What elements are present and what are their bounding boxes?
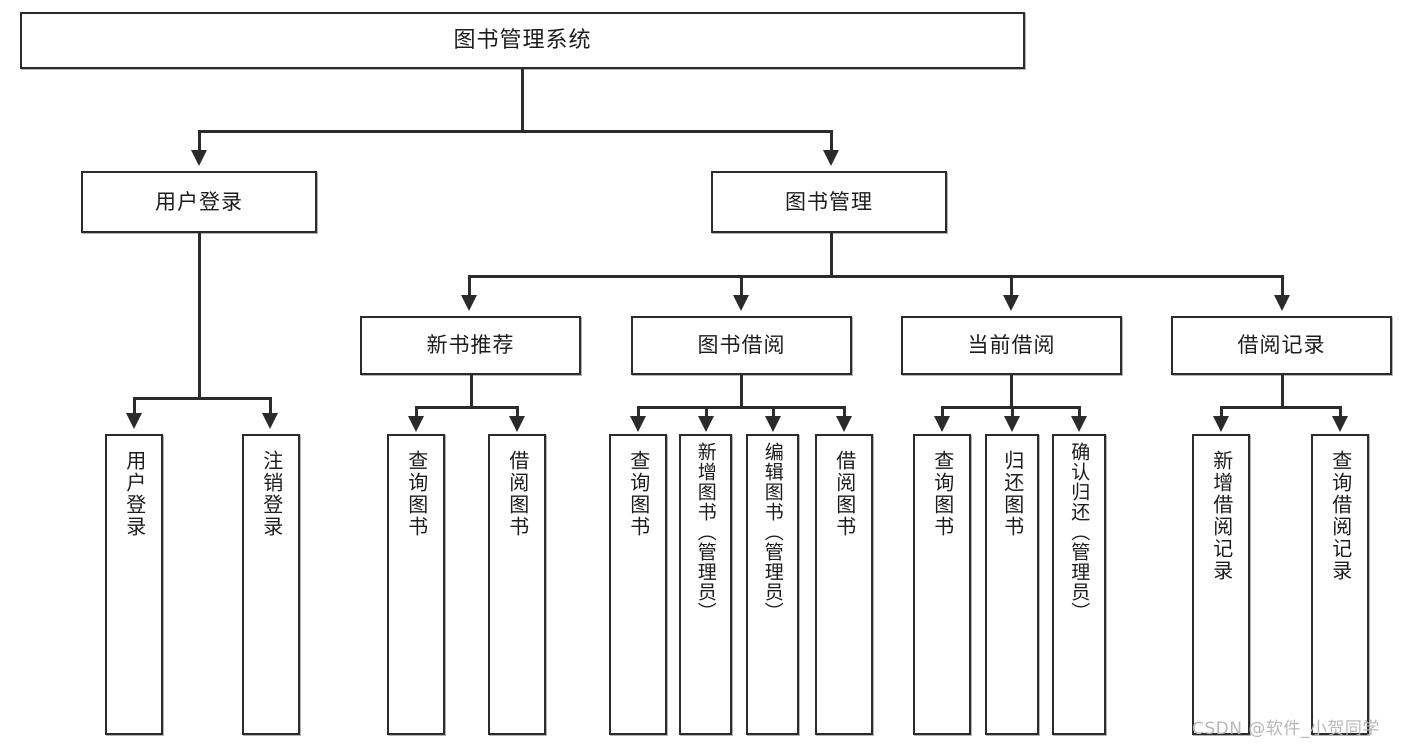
connector-root-stem — [521, 69, 524, 131]
connector-to-new-book-recommend — [468, 275, 471, 297]
node-leaf-edit-book-admin[interactable]: 编辑图书（管理员） — [746, 434, 799, 735]
connector-book-borrow-stem — [740, 375, 743, 408]
connector-new-book-recommend-stem — [470, 375, 473, 408]
connector-book-manage-bus — [468, 275, 1283, 278]
connector-nbr-leaf2 — [516, 406, 519, 418]
node-leaf-query-record-label: 查询借阅记录 — [1328, 450, 1353, 582]
connector-book-borrow-bus — [637, 406, 845, 409]
node-leaf-user-login-label: 用户登录 — [122, 450, 147, 538]
connector-bb-leaf2 — [705, 406, 708, 418]
node-leaf-add-record[interactable]: 新增借阅记录 — [1192, 434, 1250, 735]
arrow-to-new-book-recommend — [461, 295, 477, 311]
connector-new-book-recommend-bus — [415, 406, 518, 409]
node-leaf-borrow-book-2[interactable]: 借阅图书 — [815, 434, 873, 735]
arrow-root-to-user-login — [191, 150, 207, 166]
connector-user-login-right — [269, 397, 272, 415]
arrow-to-book-borrow — [733, 295, 749, 311]
connector-user-login-bus — [133, 397, 271, 400]
node-current-borrow-label: 当前借阅 — [967, 333, 1056, 358]
connector-cb-leaf2 — [1011, 406, 1014, 418]
connector-bb-leaf4 — [843, 406, 846, 418]
node-leaf-borrow-book-2-label: 借阅图书 — [832, 450, 857, 538]
connector-cb-leaf1 — [941, 406, 944, 418]
connector-root-bus — [198, 130, 833, 133]
connector-borrow-record-stem — [1281, 375, 1284, 408]
node-new-book-recommend-label: 新书推荐 — [426, 333, 515, 358]
node-root-label: 图书管理系统 — [453, 27, 592, 53]
arrow-to-current-borrow — [1003, 295, 1019, 311]
node-borrow-record[interactable]: 借阅记录 — [1171, 316, 1392, 375]
node-leaf-return-book-label: 归还图书 — [1000, 450, 1025, 538]
connector-to-borrow-record — [1281, 275, 1284, 297]
connector-borrow-record-bus — [1220, 406, 1340, 409]
node-leaf-query-book-3[interactable]: 查询图书 — [913, 434, 971, 735]
arrow-user-login-right — [262, 413, 278, 429]
arrow-user-login-left — [126, 413, 142, 429]
node-leaf-edit-book-admin-label: 编辑图书（管理员） — [761, 442, 784, 622]
arrow-bb-leaf2 — [698, 416, 714, 432]
connector-to-current-borrow — [1010, 275, 1013, 297]
arrow-nbr-leaf1 — [408, 416, 424, 432]
connector-book-manage-stem — [830, 233, 833, 276]
node-leaf-query-book-1-label: 查询图书 — [404, 450, 429, 538]
node-leaf-confirm-return-label: 确认归还（管理员） — [1068, 442, 1091, 622]
node-current-borrow[interactable]: 当前借阅 — [901, 316, 1122, 375]
node-leaf-add-book-admin[interactable]: 新增图书（管理员） — [679, 434, 732, 735]
csdn-watermark: CSDN @软件_小贺同学 — [1192, 719, 1380, 739]
node-user-login-label: 用户登录 — [155, 189, 243, 214]
node-root[interactable]: 图书管理系统 — [20, 12, 1025, 69]
node-leaf-return-book[interactable]: 归还图书 — [985, 434, 1039, 735]
node-leaf-borrow-book-1-label: 借阅图书 — [505, 450, 530, 538]
arrow-cb-leaf3 — [1071, 416, 1087, 432]
arrow-bb-leaf1 — [630, 416, 646, 432]
connector-user-login-stem — [198, 233, 201, 399]
arrow-bb-leaf4 — [836, 416, 852, 432]
arrow-to-borrow-record — [1274, 295, 1290, 311]
connector-user-login-left — [133, 397, 136, 415]
node-leaf-query-book-1[interactable]: 查询图书 — [387, 434, 445, 735]
connector-root-to-book-manage — [830, 130, 833, 152]
node-leaf-query-book-2[interactable]: 查询图书 — [609, 434, 667, 735]
arrow-cb-leaf1 — [934, 416, 950, 432]
node-borrow-record-label: 借阅记录 — [1237, 333, 1326, 358]
connector-root-to-user-login — [198, 130, 201, 152]
node-leaf-user-logout[interactable]: 注销登录 — [242, 434, 300, 735]
connector-nbr-leaf1 — [415, 406, 418, 418]
connector-bb-leaf1 — [637, 406, 640, 418]
node-book-manage-label: 图书管理 — [785, 189, 873, 214]
arrow-cb-leaf2 — [1004, 416, 1020, 432]
node-leaf-query-book-3-label: 查询图书 — [930, 450, 955, 538]
connector-br-leaf1 — [1220, 406, 1223, 418]
node-leaf-query-record[interactable]: 查询借阅记录 — [1311, 434, 1369, 735]
arrow-br-leaf1 — [1213, 416, 1229, 432]
arrow-bb-leaf3 — [765, 416, 781, 432]
node-leaf-user-login[interactable]: 用户登录 — [105, 434, 163, 735]
node-leaf-user-logout-label: 注销登录 — [259, 450, 284, 538]
node-book-borrow[interactable]: 图书借阅 — [631, 316, 852, 375]
connector-to-book-borrow — [740, 275, 743, 297]
node-new-book-recommend[interactable]: 新书推荐 — [360, 316, 581, 375]
connector-cb-leaf3 — [1078, 406, 1081, 418]
node-user-login[interactable]: 用户登录 — [81, 171, 317, 233]
node-leaf-borrow-book-1[interactable]: 借阅图书 — [488, 434, 546, 735]
node-leaf-add-book-admin-label: 新增图书（管理员） — [694, 442, 717, 622]
connector-br-leaf2 — [1339, 406, 1342, 418]
connector-current-borrow-stem — [1010, 375, 1013, 408]
arrow-root-to-book-manage — [823, 150, 839, 166]
connector-current-borrow-bus — [941, 406, 1079, 409]
node-leaf-add-record-label: 新增借阅记录 — [1209, 450, 1234, 582]
node-book-borrow-label: 图书借阅 — [697, 333, 786, 358]
node-leaf-confirm-return[interactable]: 确认归还（管理员） — [1052, 434, 1106, 735]
connector-bb-leaf3 — [772, 406, 775, 418]
arrow-nbr-leaf2 — [509, 416, 525, 432]
node-book-manage[interactable]: 图书管理 — [711, 171, 947, 233]
arrow-br-leaf2 — [1332, 416, 1348, 432]
node-leaf-query-book-2-label: 查询图书 — [626, 450, 651, 538]
